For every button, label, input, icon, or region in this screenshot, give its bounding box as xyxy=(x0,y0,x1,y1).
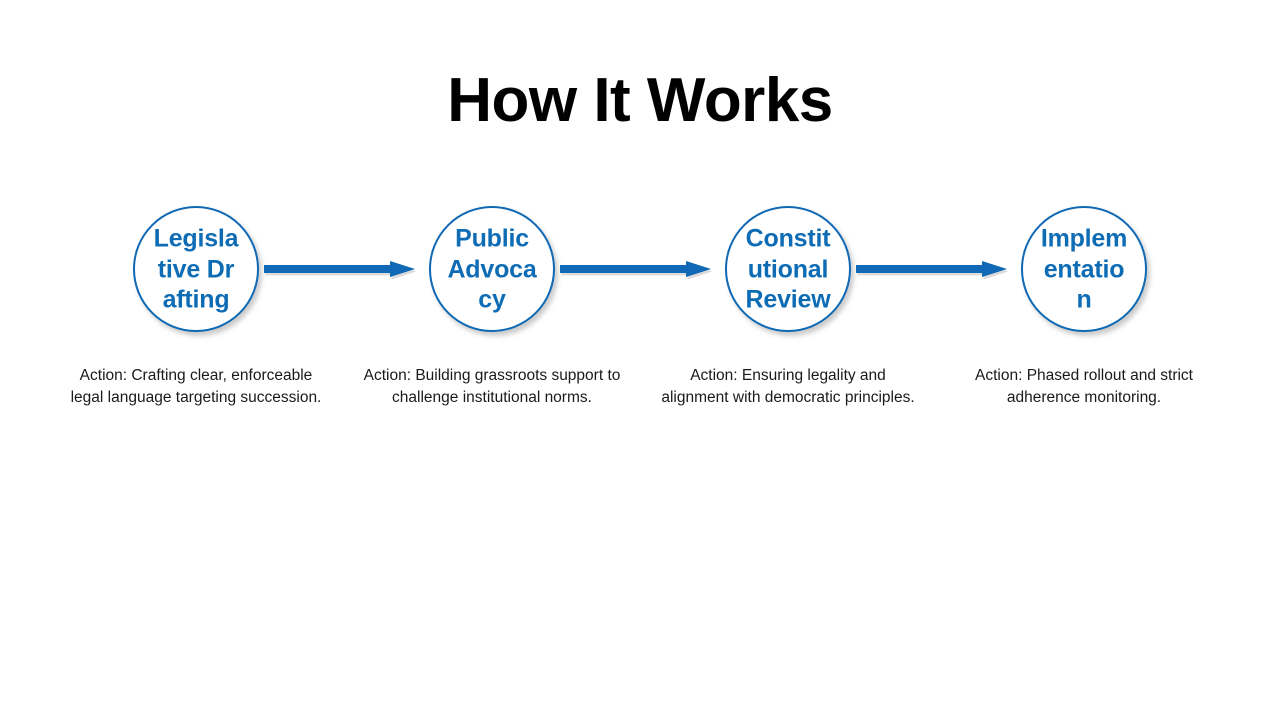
flow-node-caption: Action: Crafting clear, enforceable lega… xyxy=(70,367,322,406)
flow-node-caption: Action: Ensuring legality and alignment … xyxy=(661,367,915,406)
flow-arrow-3-to-4 xyxy=(856,261,1010,279)
flow-node-step-1[interactable]: Legislative Drafting xyxy=(133,206,259,332)
node-circle-icon xyxy=(133,206,259,332)
flow-node-caption: Action: Building grassroots support to c… xyxy=(363,367,621,406)
flow-node-step-2[interactable]: Public Advocacy xyxy=(429,206,555,332)
flow-arrow-2-to-3 xyxy=(560,261,714,279)
arrow-right-icon xyxy=(856,261,1009,279)
flow-node-caption: Action: Phased rollout and strict adhere… xyxy=(975,367,1193,406)
node-circle-icon xyxy=(725,206,851,332)
flow-node-step-3[interactable]: Constitutional Review xyxy=(725,206,851,332)
page-title: How It Works xyxy=(447,66,833,135)
flow-arrow-1-to-2 xyxy=(264,261,418,279)
arrow-right-icon xyxy=(560,261,713,279)
node-circle-icon xyxy=(1021,206,1147,332)
arrow-right-icon xyxy=(264,261,417,279)
flow-node-step-4[interactable]: Implementation xyxy=(1021,206,1147,332)
node-circle-icon xyxy=(429,206,555,332)
